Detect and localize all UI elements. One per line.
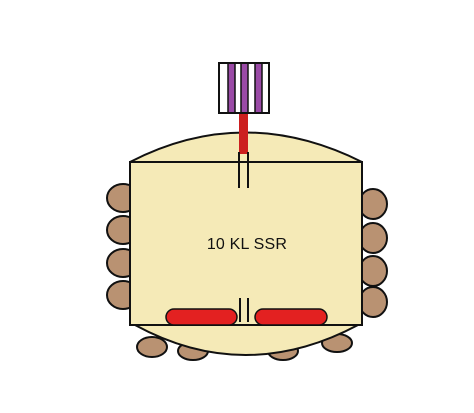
right-lug-4 (358, 286, 388, 318)
agitator-shaft-top (239, 112, 248, 154)
vessel-label: 10 KL SSR (207, 236, 287, 253)
right-jacket-lugs (358, 188, 388, 318)
motor-stripe-3 (255, 64, 262, 112)
motor-stripe-2 (241, 64, 248, 112)
bottom-lug-1 (136, 336, 168, 358)
heater-left (165, 308, 238, 326)
right-lug-3 (358, 255, 388, 287)
bottom-dish (134, 324, 359, 356)
right-lug-1 (358, 188, 388, 220)
heater-right (254, 308, 328, 326)
motor-stripe-1 (228, 64, 235, 112)
right-lug-2 (358, 222, 388, 254)
vessel-body (129, 161, 363, 326)
motor-gearbox (218, 62, 270, 114)
